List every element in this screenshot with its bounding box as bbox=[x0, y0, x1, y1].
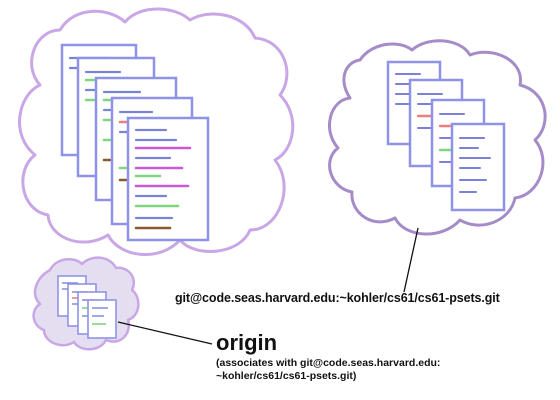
origin-note-line-1: (associates with git@code.seas.harvard.e… bbox=[216, 357, 441, 369]
origin-note: (associates with git@code.seas.harvard.e… bbox=[216, 357, 476, 383]
origin-cloud-file-stack bbox=[57, 275, 117, 339]
remote-url-connector bbox=[403, 227, 419, 293]
remote-url-label: git@code.seas.harvard.edu:~kohler/cs61/c… bbox=[175, 291, 500, 305]
origin-connector bbox=[117, 321, 213, 345]
file-page bbox=[87, 299, 117, 339]
origin-label: origin bbox=[216, 330, 278, 355]
remote-cloud-file-stack bbox=[386, 60, 506, 212]
file-page bbox=[126, 116, 210, 242]
origin-note-line-2: ~kohler/cs61/cs61-psets.git) bbox=[216, 370, 357, 382]
large-cloud-file-stack bbox=[60, 43, 210, 242]
